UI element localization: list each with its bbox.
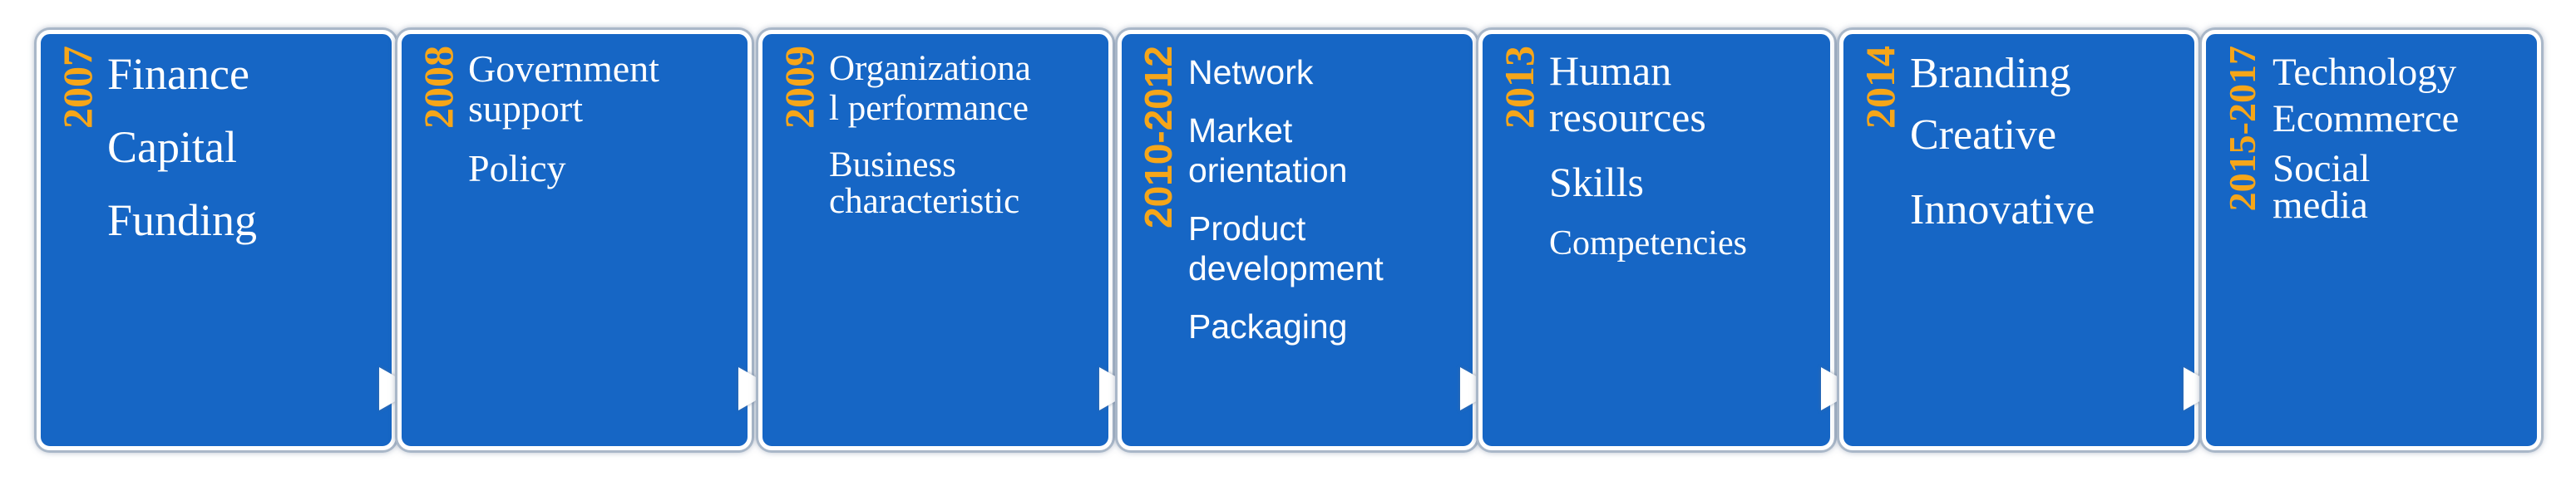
stage-item: Product [1188,209,1306,248]
stage-item: Finance [107,49,249,99]
stage-panel-2013: 2013 Human resources Skills Competencies [1478,30,1834,450]
stage-year: 2013 [1496,46,1542,295]
year-label-2009: 2009 [776,46,822,129]
year-label-2015-2017: 2015-2017 [2221,46,2263,212]
stage-panel-2010-2012: 2010-2012 Network Market orientation Pro… [1118,30,1477,450]
stage-item: media [2273,184,2368,227]
stage-panel-2007: 2007 Finance Capital Funding [37,30,396,450]
stage-item: Branding [1910,50,2071,97]
year-label-2007: 2007 [54,46,101,129]
stage-item: Business [829,145,956,184]
year-label-2014: 2014 [1857,46,1903,129]
stage-item: Government [468,47,659,90]
year-label-2013: 2013 [1496,46,1542,129]
stage-item: Ecommerce [2273,97,2460,140]
stage-year: 2009 [776,46,822,295]
stage-item: Creative [1910,111,2057,159]
stage-items: Human resources Skills Competencies [1549,47,1823,263]
stage-item: Policy [468,147,566,189]
stage-item: Funding [107,195,258,245]
stage-items: Network Market orientation Product devel… [1188,52,1466,346]
stage-item: orientation [1188,151,1348,189]
stage-item: Skills [1549,159,1644,205]
stage-item: Competencies [1549,224,1747,263]
stage-items: Technology Ecommerce Social media [2273,49,2530,227]
stage-items: Government support Policy [468,49,741,189]
stage-year: 2014 [1857,46,1903,295]
stage-item: l performance [829,89,1029,128]
stage-items: Branding Creative Innovative [1910,49,2188,258]
stage-year: 2010-2012 [1135,46,1180,295]
stage-item: Capital [107,122,237,172]
stage-item: resources [1549,94,1706,140]
stage-panel-2015-2017: 2015-2017 Technology Ecommerce Social me… [2202,30,2541,450]
stage-item: Organizationa [829,49,1031,88]
stage-item: Market [1188,111,1293,150]
stage-item: Innovative [1910,186,2095,233]
stage-item: Social [2273,147,2371,190]
stage-item: Human [1549,47,1672,94]
stage-item: Technology [2273,51,2457,94]
stage-year: 2007 [54,46,101,295]
stage-panel-2014: 2014 Branding Creative Innovative [1839,30,2198,450]
stage-item: development [1188,249,1384,287]
stage-year: 2015-2017 [2219,46,2263,295]
stage-panel-2008: 2008 Government support Policy [397,30,752,450]
stage-item: support [468,87,583,130]
stage-item: Packaging [1188,307,1348,346]
stage-item: characteristic [829,182,1020,221]
stage-panel-2009: 2009 Organizationa l performance Busines… [758,30,1113,450]
stage-items: Finance Capital Funding [107,49,385,268]
stage-year: 2008 [415,46,461,295]
stage-items: Organizationa l performance Business cha… [829,49,1102,220]
year-label-2008: 2008 [415,46,461,129]
stage-item: Network [1188,53,1314,91]
year-label-2010-2012: 2010-2012 [1137,46,1180,228]
